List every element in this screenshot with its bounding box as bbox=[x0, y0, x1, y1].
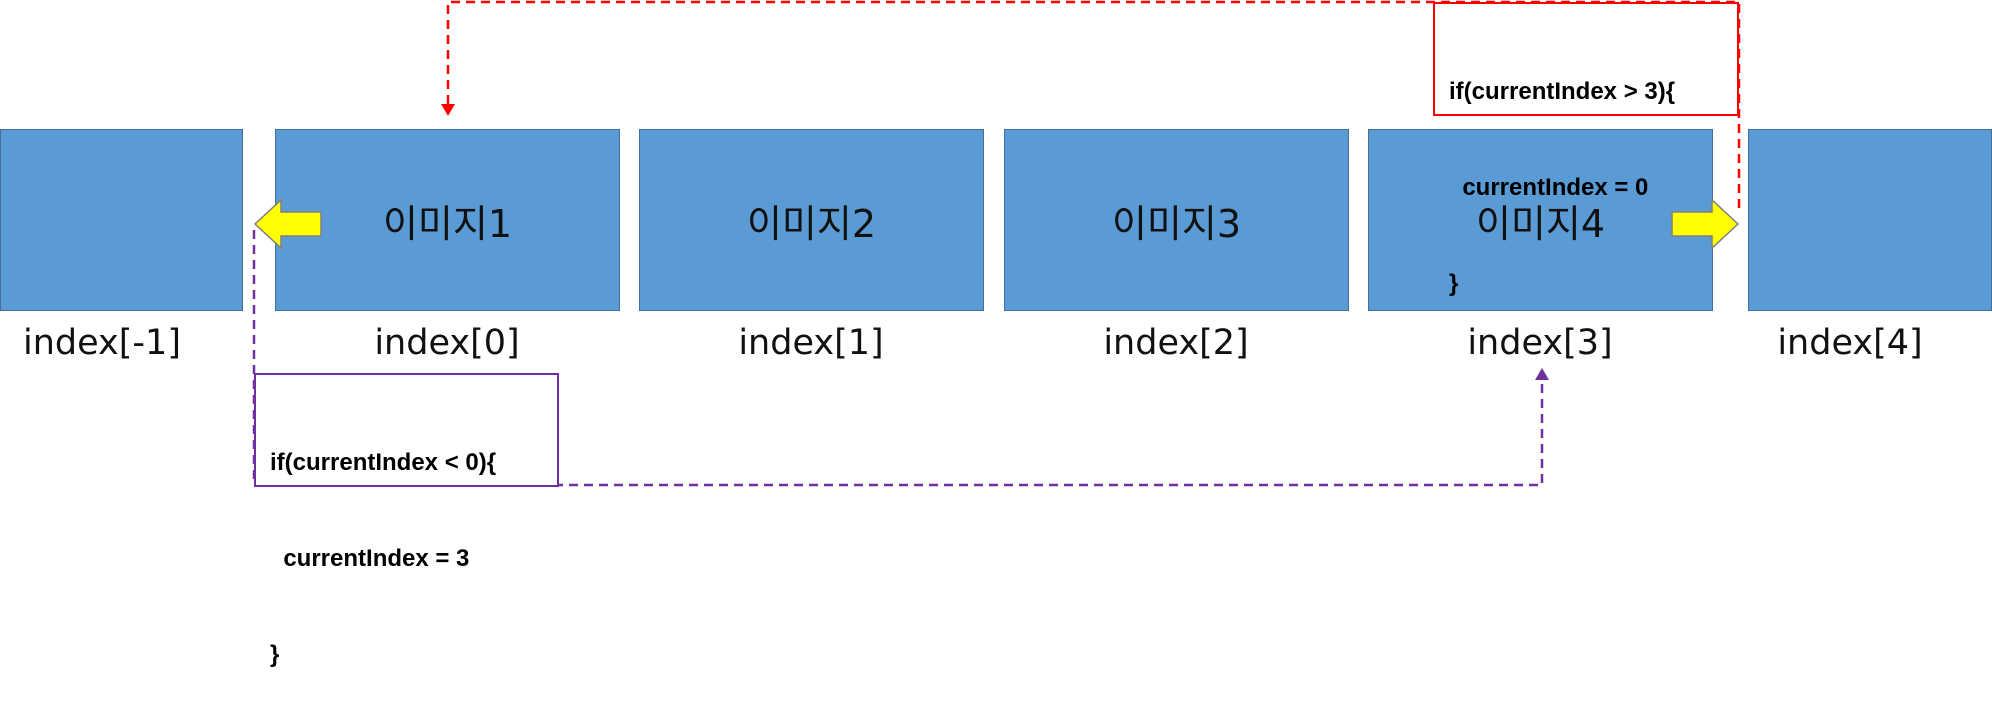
backward-wrap-code-box: if(currentIndex < 0){ currentIndex = 3 } bbox=[254, 373, 559, 668]
index-label-minus-1: index[-1] bbox=[23, 323, 181, 363]
backward-wrap-arrowhead bbox=[1535, 368, 1549, 380]
slide-index-3: 이미지4 bbox=[1368, 129, 1713, 311]
slide-text: 이미지3 bbox=[1111, 201, 1242, 246]
code-line: if(currentIndex > 3){ bbox=[1449, 78, 1676, 105]
slide-index-0: 이미지1 bbox=[275, 129, 620, 311]
slide-index-minus-1 bbox=[0, 129, 243, 311]
code-line: } bbox=[270, 641, 280, 668]
index-label-0: index[0] bbox=[374, 323, 520, 363]
index-label-1: index[1] bbox=[738, 323, 884, 363]
slide-text: 이미지1 bbox=[382, 201, 513, 246]
index-label-2: index[2] bbox=[1103, 323, 1249, 363]
forward-wrap-arrowhead bbox=[441, 104, 455, 116]
slide-text: 이미지4 bbox=[1475, 201, 1606, 246]
index-label-3: index[3] bbox=[1467, 323, 1613, 363]
code-line: } bbox=[1449, 270, 1459, 297]
code-line: currentIndex = 0 bbox=[1449, 174, 1649, 201]
connector-overlay bbox=[252, 0, 1741, 487]
backward-wrap-connector bbox=[252, 230, 1544, 487]
index-label-4: index[4] bbox=[1777, 323, 1923, 363]
forward-wrap-connector bbox=[446, 0, 1741, 208]
slide-index-4 bbox=[1748, 129, 1992, 311]
right-arrow-icon bbox=[1671, 198, 1740, 250]
slide-index-1: 이미지2 bbox=[639, 129, 984, 311]
forward-wrap-code-box: if(currentIndex > 3){ currentIndex = 0 } bbox=[1433, 2, 1739, 297]
slide-index-2: 이미지3 bbox=[1004, 129, 1349, 311]
left-arrow-icon bbox=[253, 198, 322, 250]
slide-text: 이미지2 bbox=[746, 201, 877, 246]
code-line: if(currentIndex < 0){ bbox=[270, 449, 497, 476]
code-line: currentIndex = 3 bbox=[270, 545, 470, 572]
